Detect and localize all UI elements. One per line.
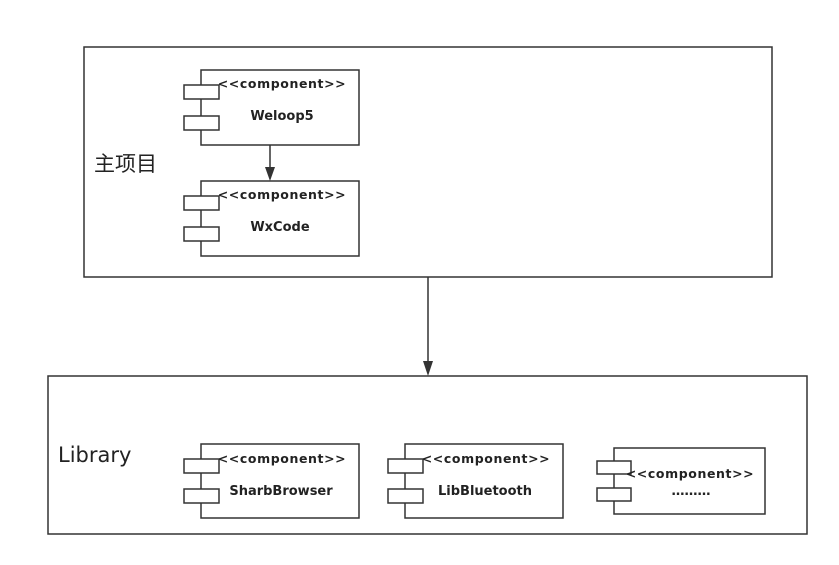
component-more-body — [613, 447, 766, 515]
component-sharbbrowser-body — [200, 443, 360, 519]
dependency-arrow-weloop5-wxcode — [265, 145, 275, 181]
component-libbluetooth-body — [404, 443, 564, 519]
package-main[interactable]: 主项目 — [83, 46, 773, 278]
component-icon-tab-bottom — [183, 488, 220, 504]
package-library-label: Library — [58, 443, 131, 467]
component-icon-tab-bottom — [183, 226, 220, 242]
package-main-frame — [83, 46, 773, 278]
component-more[interactable]: <<component>> ……… — [596, 447, 766, 515]
component-sharbbrowser-name: SharbBrowser — [229, 484, 333, 499]
component-icon-tab-bottom — [183, 115, 220, 131]
component-weloop5-name: Weloop5 — [250, 109, 313, 124]
dependency-arrow-main-library — [423, 277, 433, 376]
component-libbluetooth[interactable]: <<component>> LibBluetooth — [387, 443, 564, 519]
component-weloop5-stereotype: <<component>> — [218, 76, 347, 91]
component-icon-tab-bottom — [387, 488, 424, 504]
arrow-head — [423, 361, 433, 376]
component-weloop5-body — [200, 69, 360, 146]
component-more-stereotype: <<component>> — [626, 466, 755, 481]
arrow-head — [265, 167, 275, 181]
component-wxcode-stereotype: <<component>> — [218, 187, 347, 202]
component-wxcode-body — [200, 180, 360, 257]
component-wxcode[interactable]: <<component>> WxCode — [183, 180, 360, 257]
component-sharbbrowser[interactable]: <<component>> SharbBrowser — [183, 443, 360, 519]
component-wxcode-name: WxCode — [250, 220, 310, 235]
component-libbluetooth-name: LibBluetooth — [438, 484, 532, 499]
component-more-name: ……… — [672, 484, 711, 499]
component-icon-tab-top — [183, 195, 220, 211]
component-icon-tab-bottom — [596, 487, 632, 502]
component-icon-tab-top — [183, 84, 220, 100]
component-sharbbrowser-stereotype: <<component>> — [218, 451, 347, 466]
component-icon-tab-top — [387, 458, 424, 474]
component-libbluetooth-stereotype: <<component>> — [422, 451, 551, 466]
package-main-label: 主项目 — [94, 152, 157, 176]
component-weloop5[interactable]: <<component>> Weloop5 — [183, 69, 360, 146]
component-icon-tab-top — [596, 460, 632, 475]
component-icon-tab-top — [183, 458, 220, 474]
